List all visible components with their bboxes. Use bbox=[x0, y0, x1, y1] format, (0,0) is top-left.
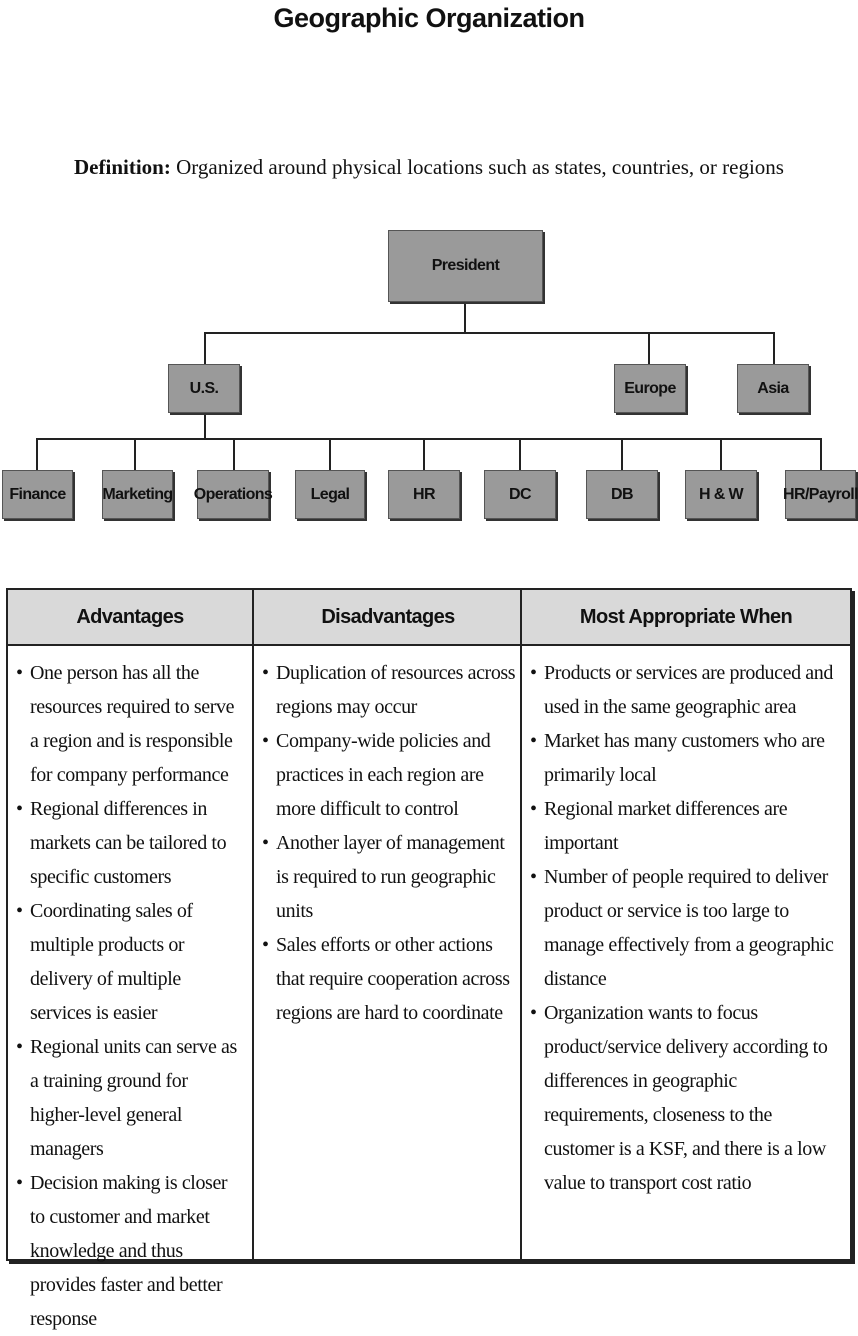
node-dept-hrpayroll: HR/Payroll bbox=[783, 470, 858, 519]
node-dept-hr: HR bbox=[388, 470, 460, 519]
column-advantages: Advantages One person has all the resour… bbox=[8, 590, 252, 1330]
list-item: Regional differences in markets can be t… bbox=[14, 792, 246, 894]
connector-europe-up bbox=[648, 332, 650, 364]
connector-dept-dc bbox=[519, 438, 521, 470]
node-region-us: U.S. bbox=[168, 364, 240, 413]
connector-dept-marketing bbox=[134, 438, 136, 470]
node-dept-marketing: Marketing bbox=[102, 470, 173, 519]
definition-text: Organized around physical locations such… bbox=[170, 155, 784, 179]
connector-dept-hr bbox=[423, 438, 425, 470]
connector-us-down bbox=[204, 413, 206, 439]
node-dept-operations: Operations bbox=[194, 470, 273, 519]
node-dept-legal: Legal bbox=[295, 470, 365, 519]
column-header-most-appropriate: Most Appropriate When bbox=[522, 590, 850, 646]
column-header-disadvantages: Disadvantages bbox=[254, 590, 522, 646]
list-item: Decision making is closer to customer an… bbox=[14, 1166, 246, 1336]
definition: Definition: Organized around physical lo… bbox=[0, 152, 858, 182]
connector-president-down bbox=[464, 302, 466, 333]
list-item: Products or services are produced and us… bbox=[528, 656, 844, 724]
connector-dept-operations bbox=[233, 438, 235, 470]
node-dept-db: DB bbox=[586, 470, 658, 519]
org-chart: President U.S. Europe Asia Finance Marke… bbox=[0, 0, 858, 560]
connector-dept-legal bbox=[329, 438, 331, 470]
connector-departments-bar bbox=[36, 438, 822, 440]
node-dept-hw: H & W bbox=[685, 470, 757, 519]
column-disadvantages: Disadvantages Duplication of resources a… bbox=[252, 590, 522, 1259]
page-title: Geographic Organization bbox=[273, 3, 585, 33]
list-item: Another layer of management is required … bbox=[260, 826, 516, 928]
list-item: Regional units can serve as a training g… bbox=[14, 1030, 246, 1166]
node-president: President bbox=[388, 230, 543, 302]
column-header-advantages: Advantages bbox=[8, 590, 252, 646]
connector-us-up bbox=[204, 332, 206, 364]
connector-regions-bar bbox=[204, 332, 775, 334]
list-item: Sales efforts or other actions that requ… bbox=[260, 928, 516, 1030]
node-region-asia: Asia bbox=[737, 364, 809, 413]
connector-dept-db bbox=[621, 438, 623, 470]
list-item: One person has all the resources require… bbox=[14, 656, 246, 792]
list-item: Coordinating sales of multiple products … bbox=[14, 894, 246, 1030]
list-item: Company-wide policies and practices in e… bbox=[260, 724, 516, 826]
definition-label: Definition: bbox=[74, 155, 171, 179]
column-body-disadvantages: Duplication of resources across regions … bbox=[254, 648, 522, 1030]
node-dept-dc: DC bbox=[484, 470, 556, 519]
connector-dept-hrpayroll bbox=[820, 438, 822, 470]
column-body-most-appropriate: Products or services are produced and us… bbox=[522, 648, 850, 1200]
list-item: Regional market differences are importan… bbox=[528, 792, 844, 860]
list-item: Organization wants to focus product/serv… bbox=[528, 996, 844, 1200]
connector-dept-finance bbox=[36, 438, 38, 470]
connector-dept-hw bbox=[720, 438, 722, 470]
column-body-advantages: One person has all the resources require… bbox=[8, 648, 252, 1336]
connector-asia-up bbox=[773, 332, 775, 364]
comparison-table: Advantages One person has all the resour… bbox=[6, 588, 852, 1330]
list-item: Duplication of resources across regions … bbox=[260, 656, 516, 724]
node-dept-finance: Finance bbox=[2, 470, 73, 519]
list-item: Market has many customers who are primar… bbox=[528, 724, 844, 792]
node-region-europe: Europe bbox=[614, 364, 686, 413]
list-item: Number of people required to deliver pro… bbox=[528, 860, 844, 996]
column-most-appropriate: Most Appropriate When Products or servic… bbox=[520, 590, 850, 1259]
